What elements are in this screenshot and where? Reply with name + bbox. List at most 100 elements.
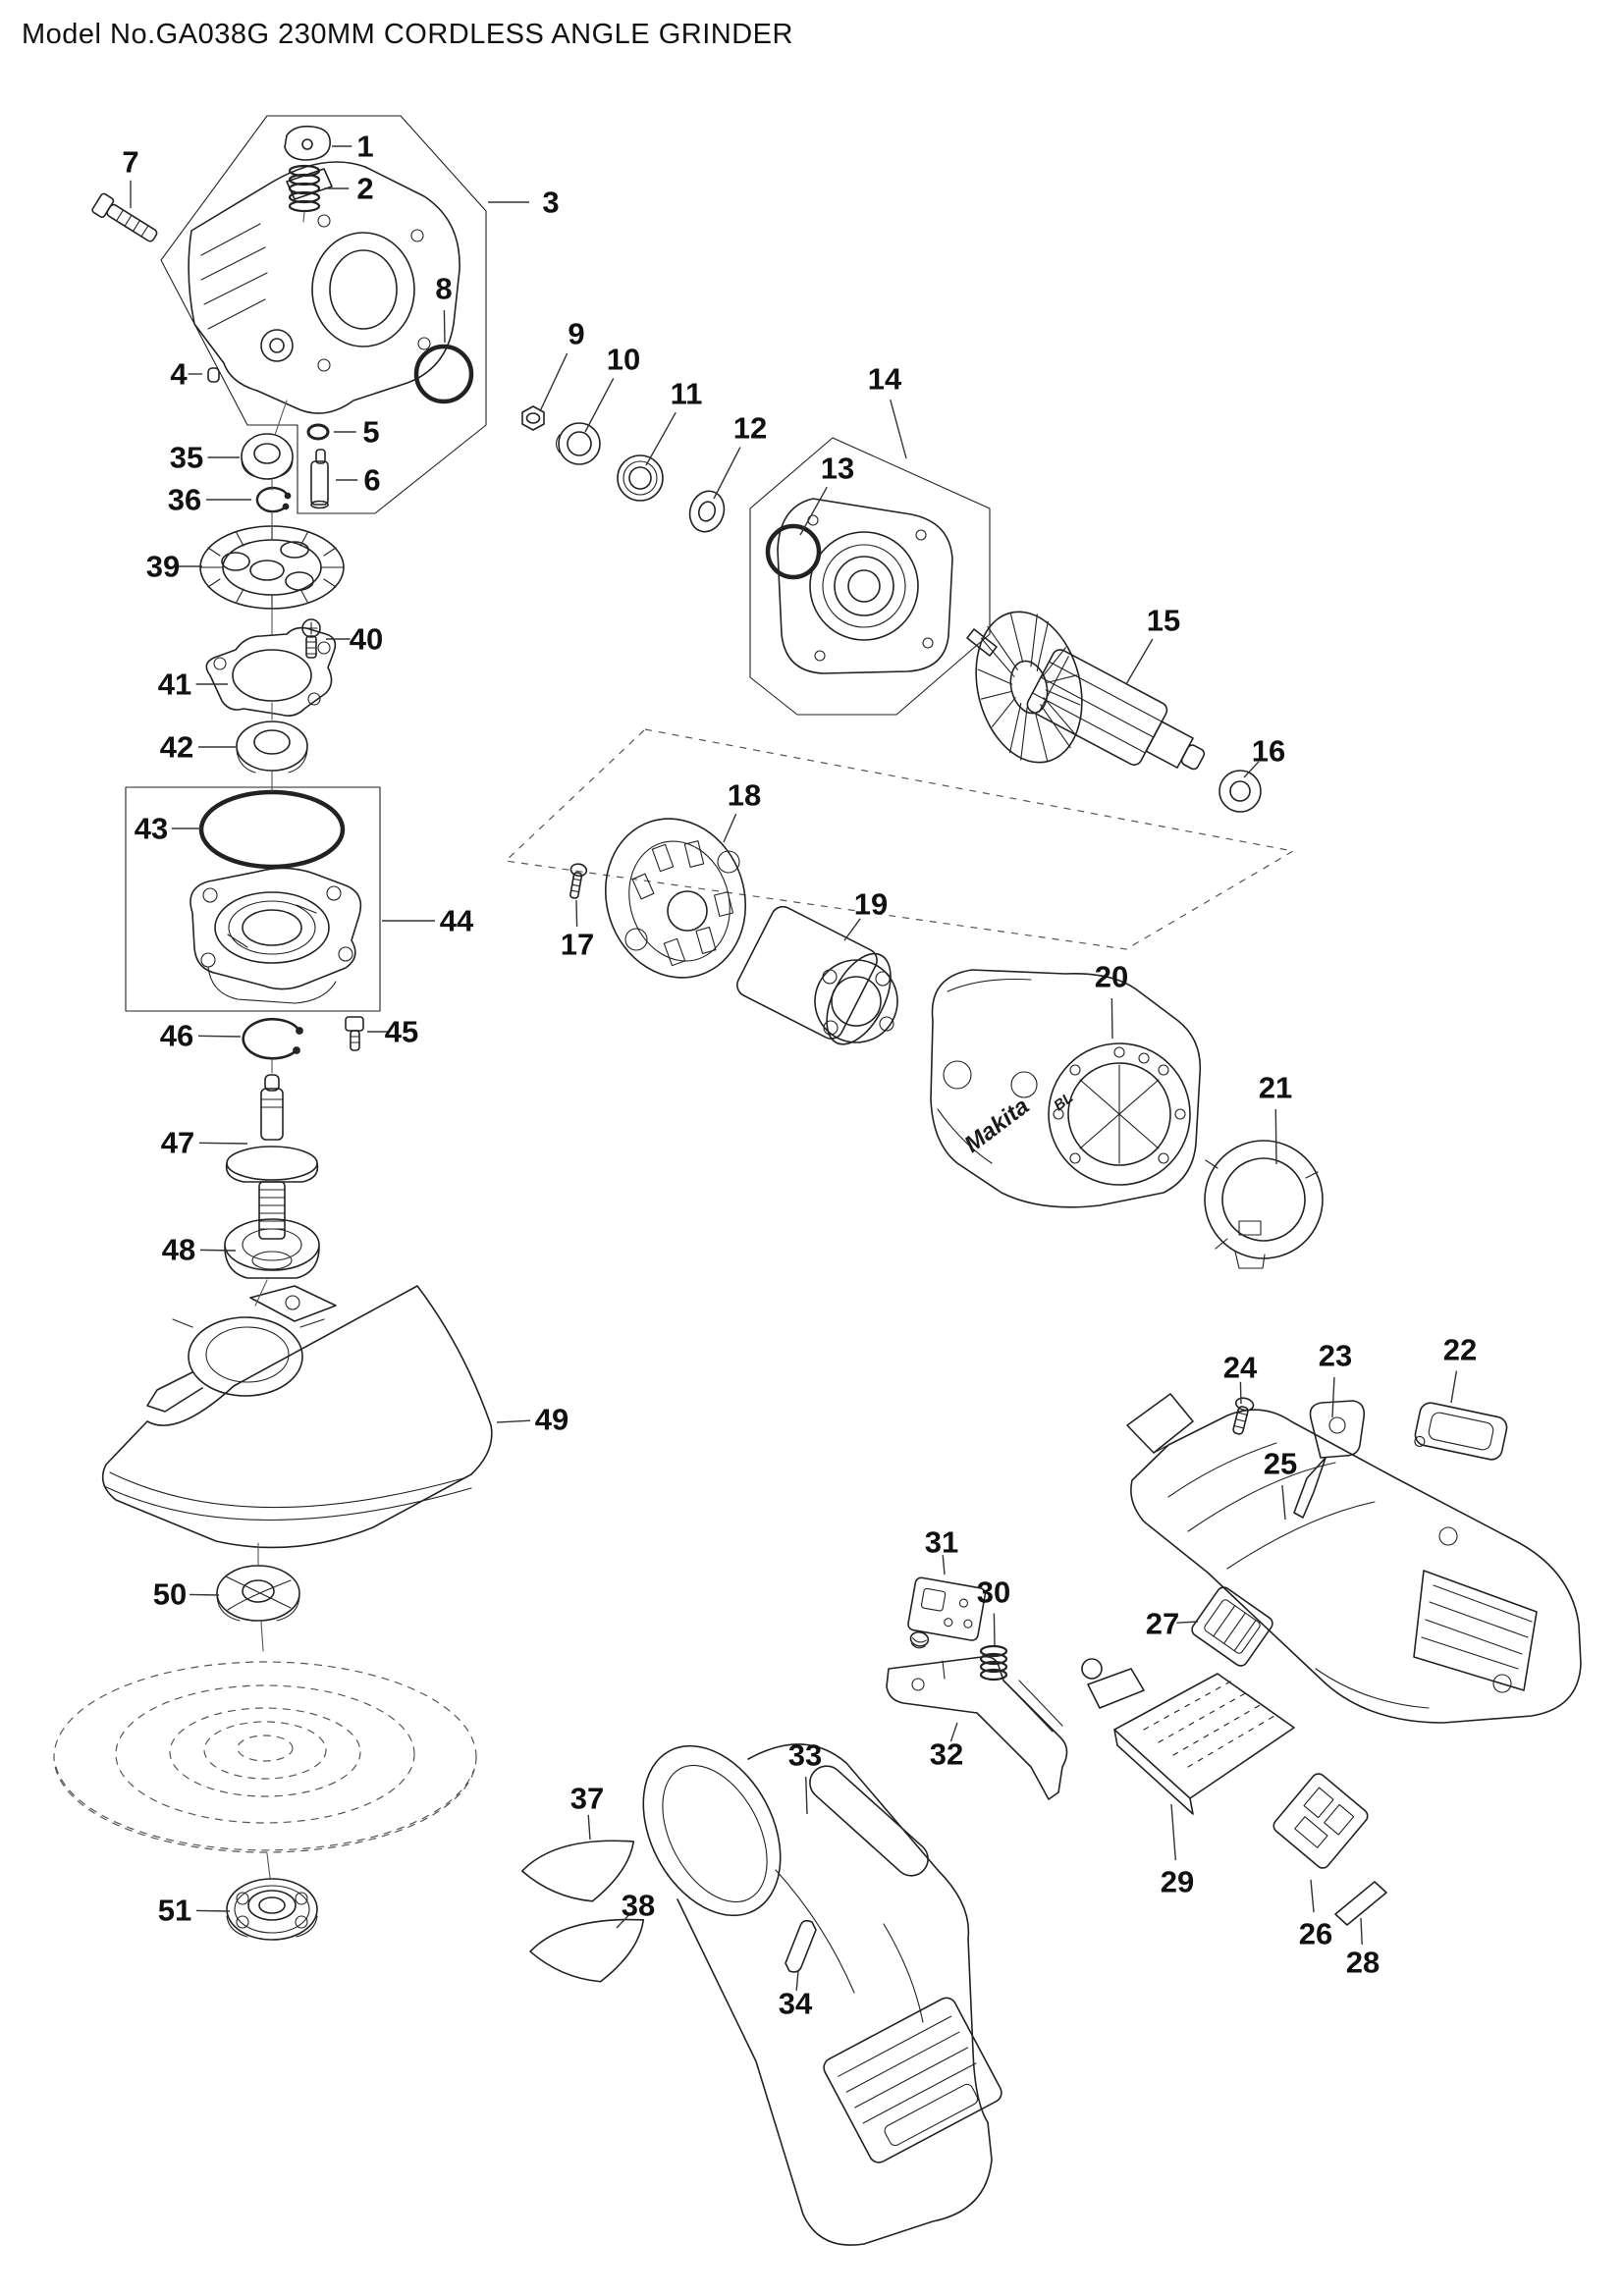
- callout-number-19: 19: [854, 887, 888, 922]
- part-30-spring: [979, 1644, 1008, 1682]
- callout-6: 6: [336, 463, 381, 498]
- callout-leader-13: [799, 486, 828, 536]
- callout-leader-49: [496, 1419, 531, 1423]
- part-7-bolt: [91, 192, 158, 242]
- callout-number-44: 44: [440, 904, 474, 938]
- callout-number-34: 34: [779, 1987, 813, 2021]
- part-35-bearing: [241, 433, 294, 480]
- callout-number-40: 40: [350, 622, 383, 657]
- callout-number-3: 3: [542, 186, 559, 220]
- callout-leader-8: [443, 309, 446, 344]
- callout-number-15: 15: [1147, 604, 1180, 638]
- callout-22: 22: [1443, 1333, 1477, 1404]
- part-42-bearing: [236, 721, 308, 774]
- callout-15: 15: [1125, 604, 1180, 685]
- part-33-front-housing: [642, 1743, 1002, 2246]
- callout-leader-19: [843, 918, 861, 941]
- callout-leader-38: [616, 1913, 630, 1929]
- callout-29: 29: [1161, 1803, 1194, 1899]
- part-8-o-ring: [413, 344, 474, 404]
- callout-47: 47: [161, 1126, 248, 1160]
- callout-leader-20: [1110, 997, 1113, 1040]
- callout-26: 26: [1299, 1879, 1332, 1951]
- callout-3: 3: [488, 186, 560, 220]
- callout-27: 27: [1146, 1607, 1199, 1641]
- part-43-o-ring: [198, 789, 346, 870]
- part-27-connector-cover: [1191, 1586, 1273, 1667]
- callout-17: 17: [561, 899, 594, 962]
- callout-number-38: 38: [622, 1889, 655, 1923]
- callout-leader-47: [198, 1142, 248, 1145]
- callout-leader-9: [539, 352, 568, 412]
- part-12-washer: [688, 490, 726, 533]
- callout-leader-51: [195, 1909, 231, 1912]
- callout-50: 50: [153, 1577, 220, 1612]
- callout-24: 24: [1223, 1351, 1258, 1405]
- part-40-screw: [301, 618, 321, 659]
- part-5-o-ring: [306, 423, 330, 441]
- bearing-box-group-outline: [749, 437, 991, 716]
- callout-number-29: 29: [1161, 1865, 1194, 1899]
- part-24-screw: [1232, 1397, 1255, 1435]
- callout-46: 46: [160, 1019, 242, 1053]
- callout-leader-22: [1450, 1370, 1458, 1404]
- part-26-terminal-block: [1272, 1773, 1369, 1869]
- callout-leader-10: [584, 378, 615, 433]
- callout-number-27: 27: [1146, 1607, 1179, 1641]
- callout-12: 12: [713, 411, 767, 500]
- callout-number-11: 11: [671, 377, 703, 411]
- callout-18: 18: [723, 778, 761, 843]
- part-11-bearing: [617, 454, 664, 502]
- callout-51: 51: [158, 1894, 231, 1928]
- callout-leader-24: [1239, 1381, 1242, 1405]
- callout-number-18: 18: [728, 778, 761, 813]
- part-4-pin: [207, 367, 220, 383]
- callout-leader-17: [575, 899, 578, 928]
- callout-number-1: 1: [356, 130, 373, 164]
- part-37-label-sheet: [520, 1840, 635, 1902]
- part-16-bearing: [1218, 770, 1262, 813]
- page-title: Model No.GA038G 230MM CORDLESS ANGLE GRI…: [22, 19, 793, 50]
- callout-8: 8: [435, 272, 453, 344]
- part-6-pin: [310, 449, 329, 509]
- part-46-circlip: [242, 1018, 303, 1060]
- callout-number-41: 41: [158, 667, 191, 702]
- callout-leader-48: [199, 1249, 237, 1252]
- callout-number-49: 49: [535, 1403, 568, 1437]
- callout-31: 31: [925, 1525, 958, 1575]
- callout-42: 42: [160, 730, 236, 765]
- callout-number-20: 20: [1095, 960, 1128, 994]
- callout-leader-12: [713, 447, 741, 500]
- callout-number-4: 4: [170, 357, 188, 392]
- part-17-screw: [569, 863, 588, 899]
- callout-number-32: 32: [930, 1737, 963, 1772]
- callout-number-30: 30: [977, 1575, 1010, 1610]
- part-9-nut: [521, 405, 545, 431]
- makita-logo-text: Makita: [959, 1093, 1034, 1158]
- part-36-circlip: [255, 486, 292, 513]
- part-51-lock-nut: [226, 1878, 318, 1941]
- part-19-stator: [736, 905, 898, 1045]
- callout-leader-11: [645, 411, 677, 466]
- callout-number-25: 25: [1264, 1447, 1297, 1481]
- part-18-baffle-plate: [604, 818, 747, 979]
- callout-number-24: 24: [1223, 1351, 1258, 1385]
- callout-leader-50: [189, 1593, 220, 1596]
- callout-37: 37: [570, 1782, 604, 1841]
- part-15-armature: [966, 611, 1206, 771]
- callout-number-35: 35: [170, 441, 203, 475]
- callout-leader-31: [942, 1555, 946, 1575]
- callout-number-6: 6: [363, 463, 380, 498]
- callout-number-50: 50: [153, 1577, 187, 1612]
- assembly-axis-lines: [254, 211, 305, 1879]
- part-49-wheel-guard: [101, 1285, 493, 1549]
- part-38-label-sheet: [529, 1918, 645, 1983]
- part-29-controller: [1081, 1658, 1295, 1815]
- callout-23: 23: [1319, 1339, 1352, 1418]
- part-48-retainer-cup: [224, 1218, 320, 1279]
- callout-4: 4: [170, 357, 202, 392]
- callout-41: 41: [158, 667, 228, 702]
- callout-leader-37: [587, 1814, 591, 1841]
- callout-leader-15: [1125, 638, 1154, 685]
- part-13-o-ring: [765, 523, 822, 580]
